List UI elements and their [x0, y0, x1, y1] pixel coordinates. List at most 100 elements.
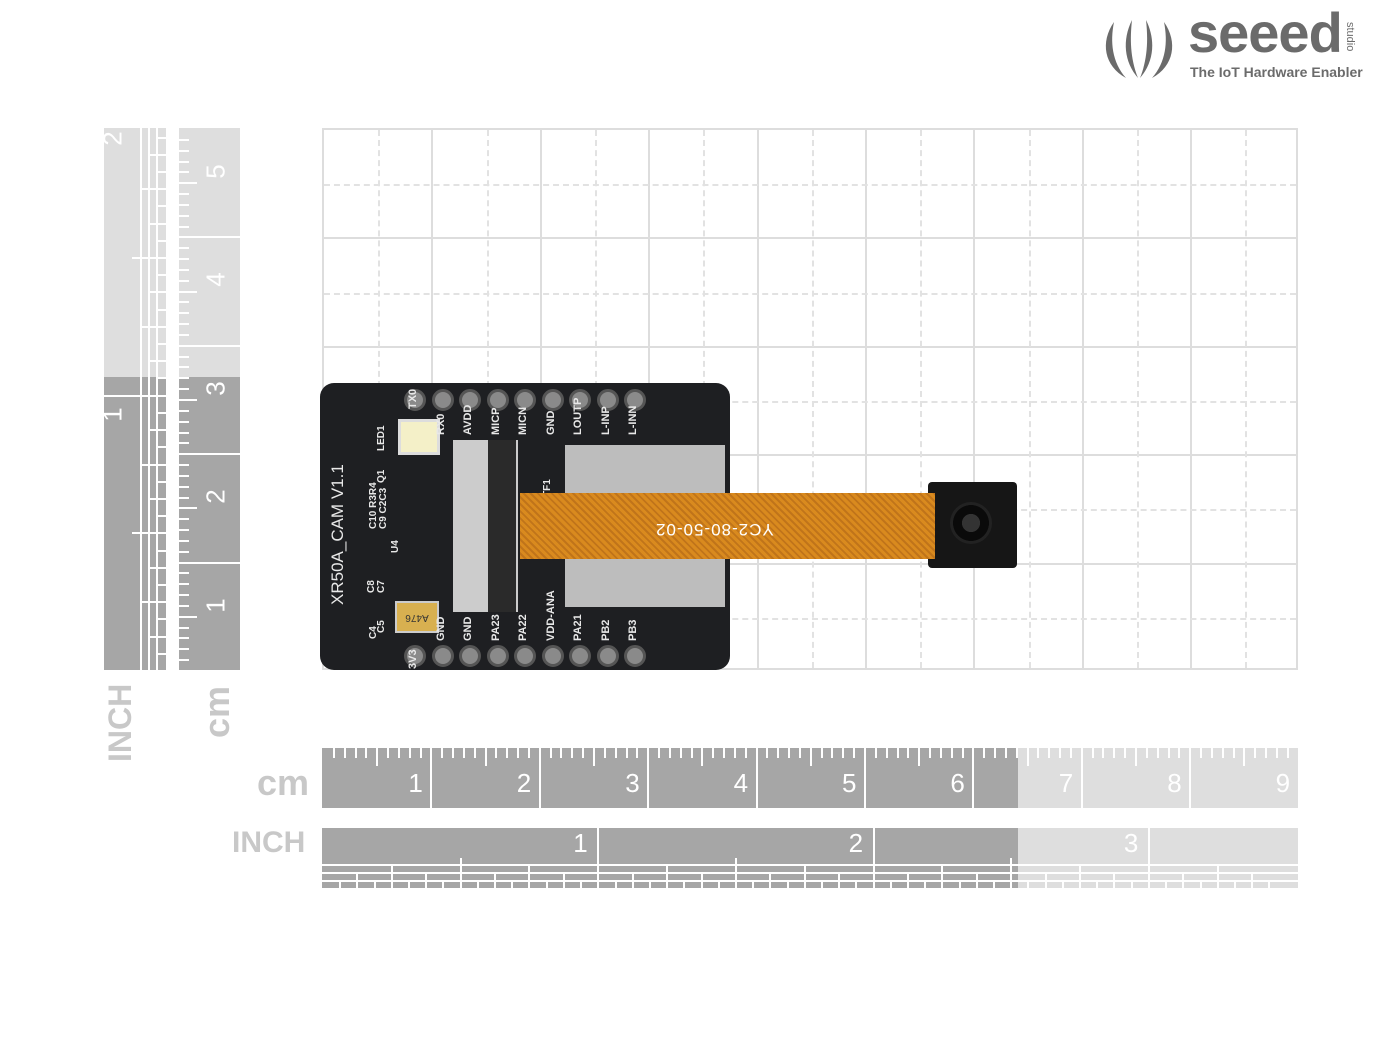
pin-label: GND: [462, 616, 474, 641]
ruler-tick: [647, 748, 650, 808]
header-pin: [541, 645, 564, 667]
ruler-tick: [179, 193, 189, 196]
vertical-inch-label: INCH: [102, 683, 138, 762]
ruler-tick: [179, 409, 189, 412]
grid-dash: [324, 292, 1296, 295]
component-label: C9 C2C3: [378, 487, 389, 529]
pin-label: 3V3: [407, 649, 419, 669]
ruler-tick: [788, 748, 791, 758]
ruler-tick: [549, 748, 552, 758]
ruler-tick: [1200, 748, 1203, 758]
ruler-tick: [179, 464, 189, 467]
ruler-tick: [179, 247, 189, 250]
ruler-tick: [1221, 748, 1224, 758]
ruler-tick: [140, 325, 166, 328]
ruler-tick: [441, 748, 444, 758]
ruler-number: 4: [733, 768, 749, 798]
ruler-tick: [1069, 748, 1072, 758]
ruler-tick: [511, 880, 514, 888]
ruler-tick: [853, 748, 856, 758]
ruler-tick: [179, 268, 189, 271]
ruler-tick: [179, 366, 189, 369]
ruler-number: 6: [950, 768, 965, 798]
ruler-tick: [1059, 748, 1062, 758]
ruler-tick: [1026, 748, 1029, 766]
seeed-logo: seeed studio The IoT Hardware Enabler: [1098, 1, 1388, 84]
ruler-tick: [179, 561, 240, 564]
ruler-tick: [156, 171, 166, 174]
ruler-tick: [744, 748, 747, 758]
ruler-tick: [683, 880, 686, 888]
pin-label: PA22: [517, 614, 529, 641]
header-pin: [514, 389, 536, 411]
ruler-tick: [777, 748, 780, 758]
ruler-tick: [179, 453, 240, 456]
grid-line: [865, 130, 867, 668]
ruler-tick: [179, 539, 189, 542]
header-pin: [624, 645, 646, 667]
ruler-tick: [1096, 880, 1099, 888]
ruler-line: [322, 864, 1298, 866]
header-pin: [431, 389, 454, 411]
ruler-tick: [179, 420, 189, 423]
seeed-leaf-icon: [1105, 20, 1173, 78]
ruler-tick: [354, 748, 357, 758]
ruler-tick: [419, 748, 422, 758]
ruler-number: 2: [97, 131, 128, 147]
ruler-tick: [1254, 748, 1257, 758]
ruler-tick: [994, 748, 997, 758]
ruler-tick: [179, 615, 197, 618]
ruler-tick: [1145, 748, 1148, 758]
pin-label: AVDD: [462, 404, 474, 435]
logo-tagline: The IoT Hardware Enabler: [1190, 64, 1363, 80]
ruler-tick: [786, 880, 789, 888]
ruler-tick: [625, 748, 628, 758]
ruler-tick: [179, 637, 189, 640]
ruler-tick: [874, 748, 877, 758]
ruler-tick: [179, 258, 189, 261]
ruler-tick: [140, 601, 166, 604]
ruler-tick: [179, 399, 197, 401]
ruler-tick: [636, 748, 639, 758]
logo-sub: studio: [1344, 22, 1356, 52]
ruler-tick: [755, 748, 758, 808]
ruler-tick: [603, 748, 606, 758]
header-pin: [596, 645, 619, 667]
ruler-tick: [179, 171, 189, 174]
ruler-tick: [1079, 866, 1082, 888]
ruler-tick: [1265, 748, 1268, 758]
ruler-tick: [179, 583, 189, 586]
ruler-tick: [918, 748, 921, 766]
grid-dash: [1028, 130, 1031, 668]
ruler-tick: [1037, 748, 1040, 758]
ruler-tick: [679, 748, 682, 758]
component-label: LED1: [376, 425, 387, 451]
grid-dash: [1245, 130, 1248, 668]
header-pin: [569, 645, 591, 667]
ruler-tick: [179, 301, 189, 304]
ruler-tick: [855, 880, 858, 888]
ruler-tick: [929, 748, 932, 758]
ruler-tick: [1027, 880, 1030, 888]
ruler-tick: [1189, 748, 1192, 808]
ruler-tick: [156, 308, 166, 311]
pin-label: TX0: [407, 388, 419, 409]
grid-line: [324, 237, 1296, 240]
header-pin: [514, 645, 536, 667]
ruler-tick: [179, 604, 189, 607]
ruler-tick: [733, 748, 736, 758]
horizontal-cm-label: cm: [257, 762, 310, 803]
grid-dash: [1137, 130, 1139, 668]
grid-dash: [324, 617, 1296, 620]
ruler-tick: [179, 279, 189, 282]
ruler-tick: [179, 138, 189, 141]
ruler-tick: [666, 866, 669, 888]
header-pin: [486, 645, 509, 667]
ruler-number: 1: [573, 828, 588, 858]
ruler-tick: [179, 496, 189, 499]
ruler-tick: [658, 748, 661, 758]
ruler-tick: [156, 652, 166, 655]
ruler-tick: [1061, 880, 1064, 888]
